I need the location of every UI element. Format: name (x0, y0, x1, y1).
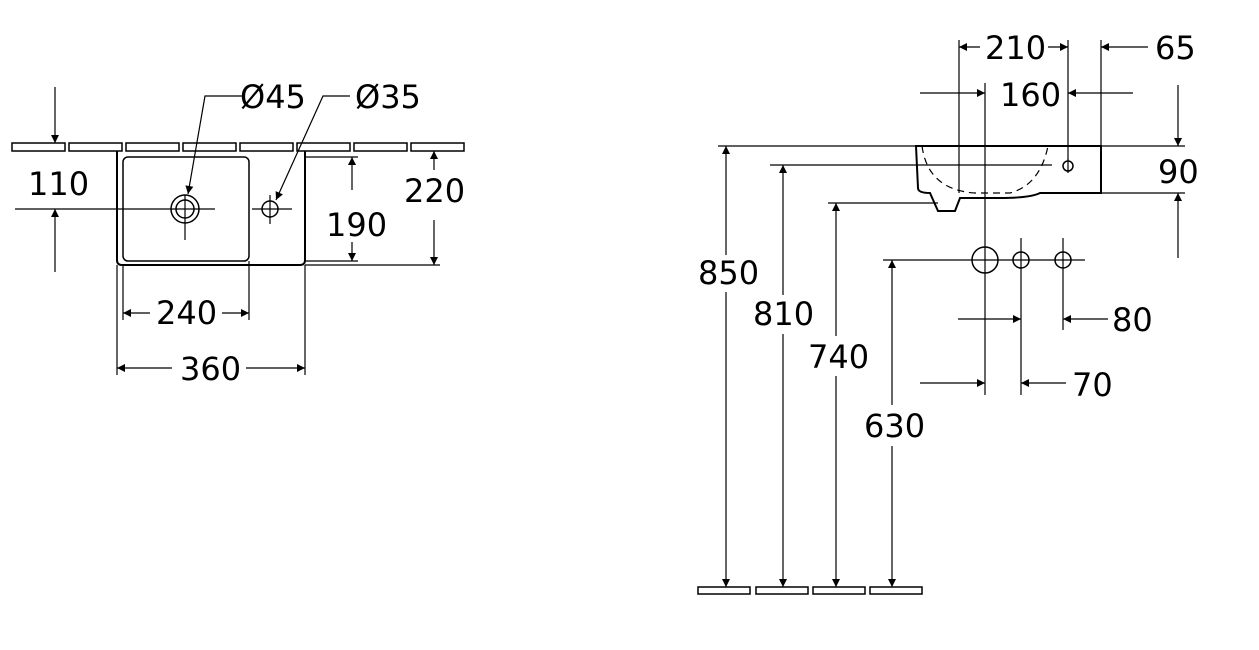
plan-view: 110 220 190 240 360 Ø45 Ø35 (11, 78, 465, 388)
dim-210-label: 210 (985, 29, 1046, 67)
dim-810-label: 810 (753, 295, 814, 333)
dim-220 (305, 151, 440, 266)
dim-80-label: 80 (1112, 301, 1153, 339)
dim-70-label: 70 (1072, 366, 1113, 404)
dim-90-label: 90 (1158, 153, 1199, 191)
dim-360 (116, 265, 306, 375)
basin-profile (914, 145, 1102, 212)
dim-190-label: 190 (326, 206, 387, 244)
dim-190 (305, 156, 358, 262)
dim-240 (122, 261, 250, 320)
dia-35-label: Ø35 (355, 78, 421, 116)
dim-360-label: 360 (180, 350, 241, 388)
dim-630-label: 630 (864, 407, 925, 445)
dim-110-label: 110 (28, 165, 89, 203)
dim-240-label: 240 (156, 294, 217, 332)
drain-symbol (70, 194, 215, 240)
side-view: 210 65 160 90 850 810 740 630 80 70 (697, 29, 1199, 595)
floor-tiles (697, 586, 923, 595)
dia-45-label: Ø45 (240, 78, 306, 116)
wall-tiles (11, 142, 465, 152)
dim-220-label: 220 (404, 172, 465, 210)
dim-90 (1101, 85, 1185, 258)
dim-850-label: 850 (698, 254, 759, 292)
basin-outline (116, 151, 306, 266)
dim-740-label: 740 (808, 338, 869, 376)
dia-45-leader (185, 95, 242, 195)
tap-hole-symbol (252, 195, 292, 224)
dim-65-label: 65 (1155, 29, 1196, 67)
dim-110 (15, 87, 70, 272)
dim-160-label: 160 (1000, 76, 1061, 114)
supply-points (971, 238, 1072, 395)
dia-35-leader (275, 95, 350, 201)
